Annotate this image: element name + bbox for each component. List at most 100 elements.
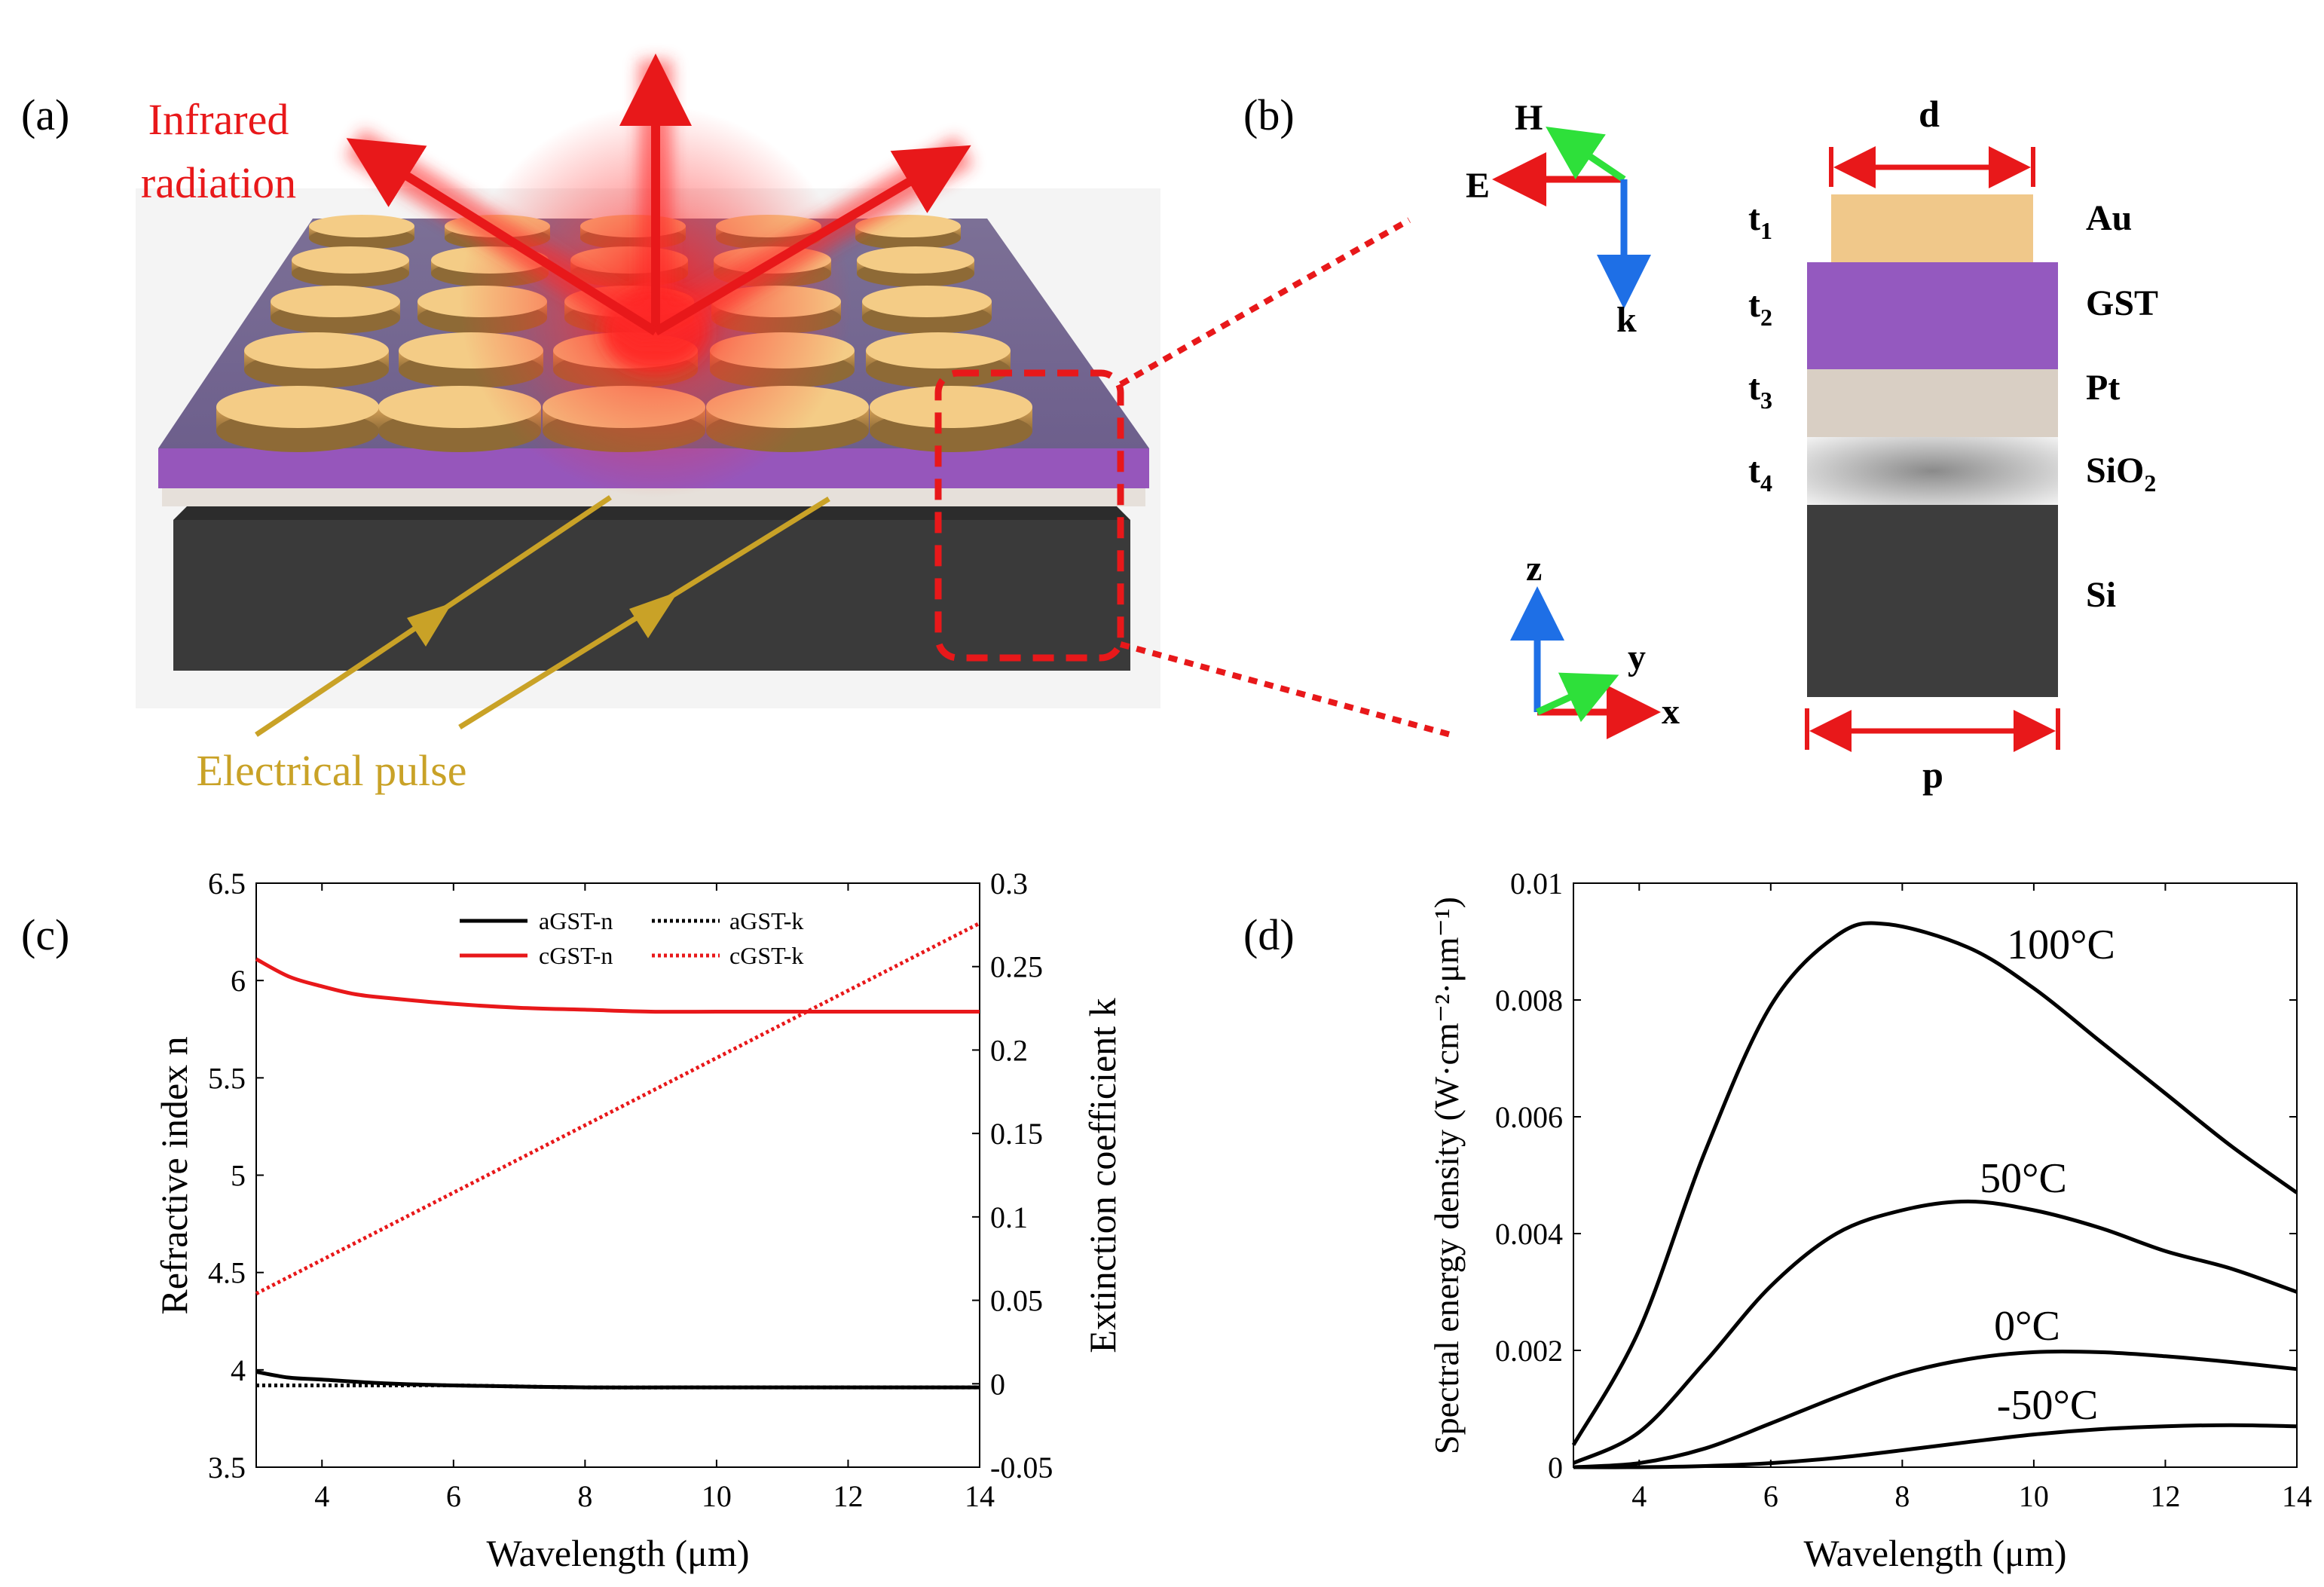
x-tick-label: 10	[702, 1479, 732, 1513]
panel-d-label: (d)	[1243, 910, 1295, 959]
h-label: H	[1515, 98, 1543, 138]
radiation-label-line1: Infrared	[148, 95, 289, 144]
chart-d-series	[1571, 921, 2298, 1469]
material-pt: Pt	[2086, 368, 2120, 408]
y-right-tick-label: 0.1	[990, 1200, 1028, 1234]
material-au: Au	[2086, 198, 2132, 238]
panel-b-label: (b)	[1243, 90, 1295, 139]
gold-disk	[855, 215, 961, 249]
x-label: x	[1662, 692, 1680, 732]
y-tick-label: 3.5	[208, 1451, 246, 1485]
x-tick-label: 12	[833, 1479, 863, 1513]
radiation-arrow-right	[653, 145, 971, 336]
chart-d-ylabel: Spectral energy density (W·cm⁻²·μm⁻¹)	[1427, 897, 1466, 1454]
e-label: E	[1466, 166, 1490, 206]
chart-d-xlabel: Wavelength (μm)	[1803, 1532, 2066, 1574]
y-right-tick-label: 0.05	[990, 1284, 1043, 1318]
series-50cc	[1572, 1199, 2298, 1465]
y-tick-label: 5	[231, 1159, 246, 1193]
curve-label-50c: 50°C	[1980, 1155, 2067, 1202]
y-right-tick-label: 0.25	[990, 950, 1043, 984]
series-100cc	[1571, 921, 2298, 1446]
layer-pt	[1807, 369, 2058, 437]
x-tick-label: 12	[2150, 1479, 2180, 1513]
panel-a: (a) Infrared radiation Electrical pul	[21, 54, 1452, 795]
curve-label-0c: 0°C	[1994, 1303, 2060, 1350]
x-tick-label: 8	[577, 1479, 592, 1513]
legend-label-agst-n: aGST-n	[539, 907, 613, 934]
y-tick-label: 5.5	[208, 1061, 246, 1095]
layer-au	[1831, 194, 2033, 262]
material-gst: GST	[2086, 283, 2158, 323]
y-label: y	[1628, 638, 1646, 677]
chart-d-frame	[1573, 882, 2298, 1468]
z-label: z	[1526, 549, 1542, 589]
y-right-tick-label: 0.15	[990, 1117, 1043, 1151]
y-tick-label: 0.004	[1495, 1217, 1563, 1251]
x-tick-label: 14	[965, 1479, 995, 1513]
y-right-tick-label: 0	[990, 1367, 1005, 1401]
si-substrate-side	[173, 520, 1130, 671]
gold-disk	[870, 386, 1032, 452]
radiation-label-line2: radiation	[141, 158, 296, 207]
zoom-connector-top	[1119, 217, 1411, 387]
pulse-arrowhead-left	[407, 603, 452, 647]
zoom-box	[934, 369, 1124, 662]
x-tick-label: 10	[2019, 1479, 2049, 1513]
y-right-tick-label: 0.2	[990, 1033, 1028, 1067]
material-sio2: SiO2	[2086, 451, 2156, 497]
gold-disk	[857, 246, 974, 287]
y-tick-label: 0.01	[1510, 867, 1563, 901]
x-tick-label: 6	[446, 1479, 461, 1513]
material-si: Si	[2086, 575, 2116, 615]
gold-disk	[271, 286, 400, 334]
chart-c-series	[255, 921, 981, 1390]
chart-c-ylabel-right: Extinction coefficient k	[1081, 998, 1124, 1353]
gold-disk	[244, 332, 389, 388]
series-cgst-n	[255, 957, 980, 1014]
chart-c-ylabel-left: Refractive index n	[153, 1036, 195, 1314]
series--50cc	[1573, 1423, 2298, 1469]
chart-c-legend: aGST-n aGST-k cGST-n cGST-k	[460, 907, 803, 969]
y-tick-label: 6.5	[208, 867, 246, 901]
gold-disk	[862, 286, 992, 334]
y-right-tick-label: -0.05	[990, 1451, 1053, 1485]
layer-sio2	[1807, 437, 2058, 505]
legend-label-cgst-k: cGST-k	[729, 942, 803, 969]
y-right-tick-label: 0.3	[990, 867, 1028, 901]
layer-gst	[1807, 262, 2058, 369]
thickness-t1: t1	[1748, 198, 1772, 244]
legend-label-agst-k: aGST-k	[729, 907, 803, 934]
thickness-t4: t4	[1748, 451, 1772, 497]
y-tick-label: 4.5	[208, 1256, 246, 1290]
pulse-arrowhead-right	[629, 592, 678, 638]
curve-label-minus50c: -50°C	[1997, 1382, 2098, 1429]
thickness-t2: t2	[1748, 285, 1772, 331]
legend-label-cgst-n: cGST-n	[539, 942, 613, 969]
si-substrate-top	[173, 505, 1130, 520]
x-tick-label: 4	[1631, 1479, 1647, 1513]
gold-disk	[309, 215, 414, 249]
thickness-t3: t3	[1748, 368, 1772, 414]
x-tick-label: 4	[314, 1479, 329, 1513]
y-tick-label: 0	[1548, 1451, 1563, 1485]
y-tick-label: 0.002	[1495, 1334, 1563, 1368]
x-tick-label: 8	[1894, 1479, 1910, 1513]
x-tick-label: 6	[1763, 1479, 1778, 1513]
zoom-connector-bottom	[1119, 641, 1452, 738]
pulse-label: Electrical pulse	[196, 746, 466, 795]
chart-c-xlabel: Wavelength (μm)	[486, 1532, 749, 1574]
series-agst-k	[256, 1383, 980, 1390]
chart-c-frame	[255, 882, 980, 1468]
y-tick-label: 0.008	[1495, 983, 1563, 1017]
dim-p-label: p	[1922, 754, 1943, 796]
series-cgst-k	[255, 921, 981, 1295]
panel-b: (b) H E k z y x d p t1 t2 t3 t4	[1243, 90, 2158, 796]
panel-c-label: (c)	[21, 910, 69, 959]
h-field-arrow	[1546, 126, 1626, 182]
